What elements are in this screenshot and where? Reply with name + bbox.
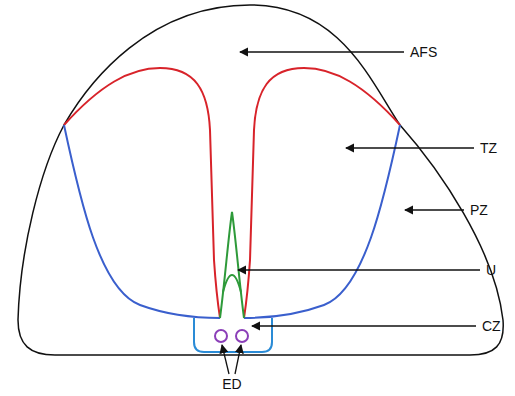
urethra-inner: [223, 275, 241, 292]
ejaculatory-duct: [236, 330, 248, 342]
callout-label: TZ: [480, 140, 497, 156]
prostate-outline: [18, 5, 503, 355]
central-zone: [194, 318, 272, 352]
leader-arrow: [346, 147, 474, 148]
leader-arrow: [235, 345, 241, 374]
leader-arrow: [222, 345, 229, 374]
ejaculatory-duct: [215, 330, 227, 342]
leader-arrow: [238, 269, 480, 270]
callout-label: U: [486, 262, 496, 278]
transition-zone-left: [64, 68, 220, 318]
leader-arrow: [252, 325, 476, 326]
callout-label: AFS: [410, 44, 437, 60]
callout-label: CZ: [482, 318, 501, 334]
peripheral-zone-left: [64, 125, 220, 318]
callout-label: PZ: [470, 202, 488, 218]
urethra: [220, 212, 244, 318]
callout-label: ED: [222, 376, 241, 392]
leader-arrow: [405, 209, 464, 210]
leader-arrow: [240, 51, 404, 52]
peripheral-zone-right: [244, 125, 400, 318]
transition-zone-right: [244, 68, 400, 318]
